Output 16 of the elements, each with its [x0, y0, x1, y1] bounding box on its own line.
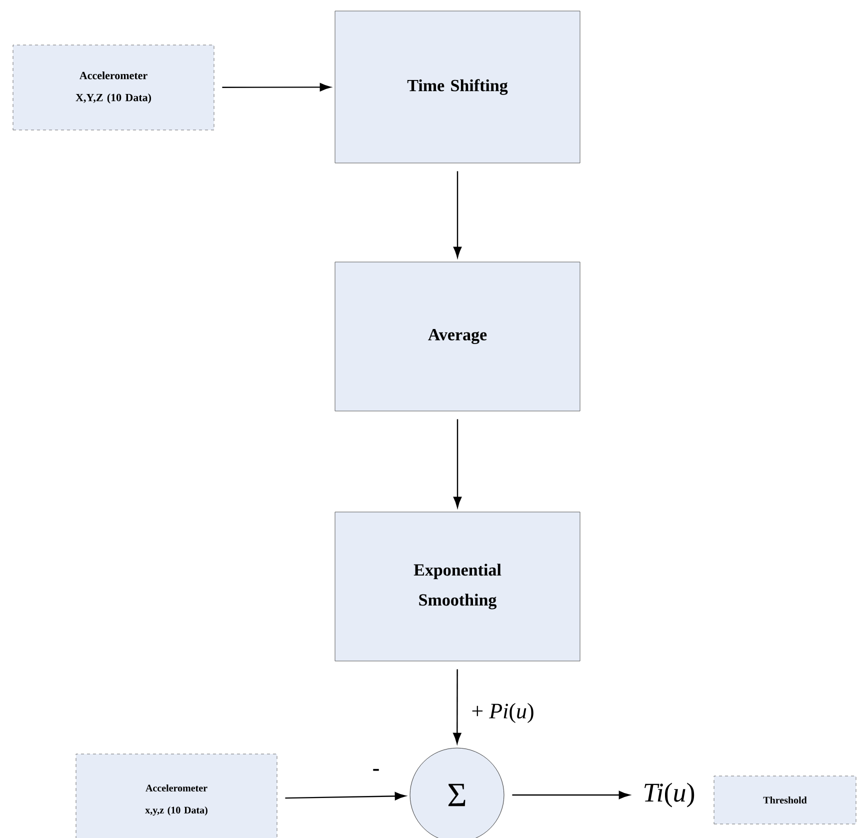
edge-label: + Pi(u)	[472, 703, 534, 723]
input-box: Accelerometer x,y,z (10 Data)	[76, 754, 278, 838]
process-box: Time Shifting	[334, 10, 580, 164]
process-box: Exponential Smoothing	[334, 512, 580, 662]
process-box: Average	[334, 262, 580, 412]
arrow	[512, 790, 630, 800]
edge-label: -	[373, 768, 379, 771]
arrow	[453, 171, 462, 258]
arrow	[453, 669, 462, 744]
arrow	[285, 792, 406, 800]
arrow	[222, 83, 331, 92]
summing-junction: Σ	[410, 748, 504, 838]
input-box: Threshold	[714, 776, 856, 824]
input-box: Accelerometer X,Y,Z (10 Data)	[12, 44, 214, 130]
output-label: Ti(u)	[644, 782, 694, 808]
arrow	[453, 419, 462, 508]
